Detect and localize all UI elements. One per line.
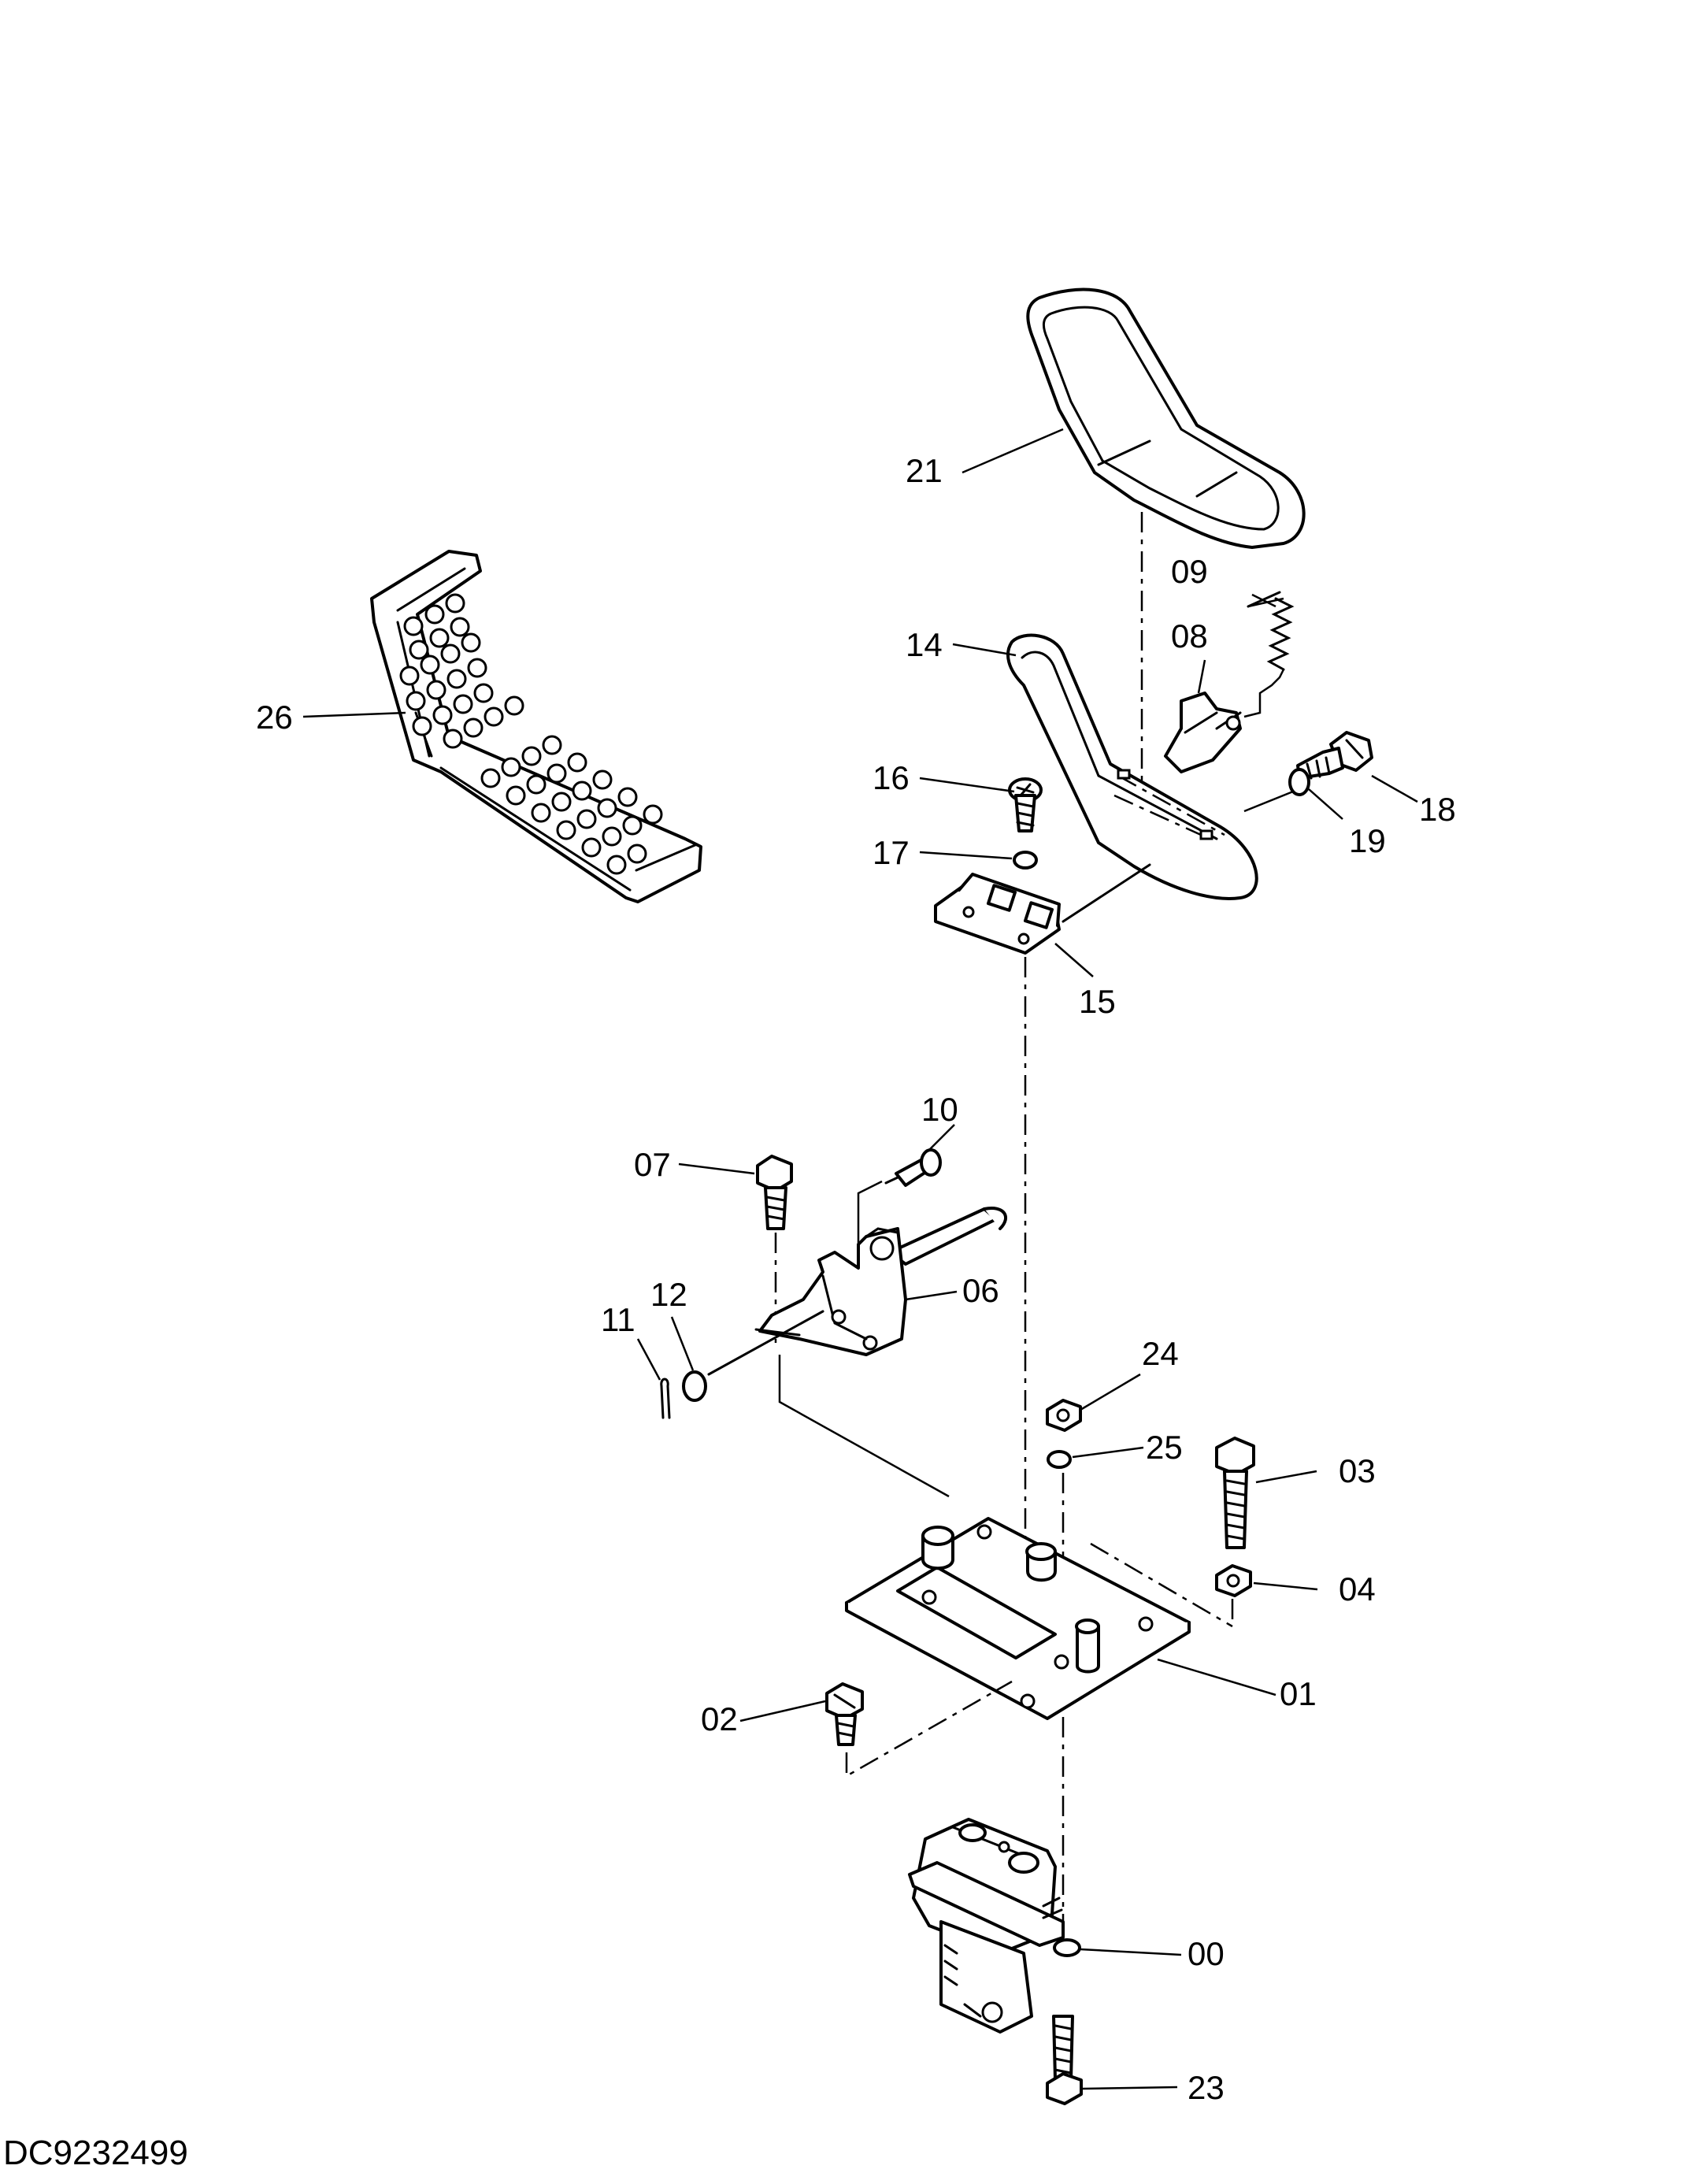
pilot-valve-00 <box>908 1818 1081 2034</box>
lock-washer-17 <box>1013 851 1038 870</box>
bolt-16 <box>1008 777 1043 832</box>
callout-21: 21 <box>906 452 943 489</box>
centerline-03 <box>1090 1542 1234 1628</box>
bolt-02 <box>825 1682 864 1746</box>
callout-09: 09 <box>1171 553 1208 590</box>
washer-12 <box>682 1370 707 1402</box>
callout-26: 26 <box>256 699 293 736</box>
bracket-08 <box>1164 692 1242 773</box>
callout-00: 00 <box>1188 1935 1225 1972</box>
lever-06 <box>707 1180 1008 1498</box>
callout-labels: 21 09 08 14 26 16 18 19 17 15 10 07 06 1… <box>256 452 1456 2106</box>
cotter-pin-11 <box>660 1378 671 1419</box>
spring-09 <box>1243 591 1295 718</box>
bolt-23 <box>1046 2015 1083 2105</box>
callout-19: 19 <box>1349 822 1386 859</box>
base-plate-01 <box>845 1517 1191 1720</box>
callout-17: 17 <box>873 834 910 871</box>
callout-07: 07 <box>634 1146 671 1183</box>
callout-02: 02 <box>701 1700 738 1737</box>
callout-23: 23 <box>1188 2069 1225 2106</box>
nut-04 <box>1215 1564 1252 1597</box>
spacer-b <box>1025 1542 1057 1582</box>
callout-15: 15 <box>1079 983 1116 1020</box>
bolt-18 <box>1296 731 1373 780</box>
pedal-pad-26 <box>370 550 702 903</box>
callout-14: 14 <box>906 626 943 663</box>
stud <box>1075 1619 1100 1674</box>
callout-04: 04 <box>1339 1570 1376 1607</box>
washer-19 <box>1288 768 1310 796</box>
callout-12: 12 <box>650 1276 687 1313</box>
rubber-pad-21 <box>1026 287 1306 549</box>
lock-washer-25 <box>1047 1450 1072 1469</box>
callout-03: 03 <box>1339 1452 1376 1489</box>
callout-18: 18 <box>1419 791 1456 828</box>
leader-lines <box>302 428 1418 2090</box>
callout-16: 16 <box>873 759 910 796</box>
pin-10 <box>884 1148 942 1187</box>
callout-08: 08 <box>1171 617 1208 654</box>
callout-10: 10 <box>921 1091 958 1128</box>
spacer-a <box>921 1526 954 1570</box>
nut-24 <box>1046 1399 1082 1432</box>
bolt-03 <box>1215 1437 1255 1549</box>
callout-25: 25 <box>1146 1429 1183 1466</box>
centerline-02 <box>845 1680 1013 1778</box>
bracket-15 <box>934 863 1151 955</box>
callout-01: 01 <box>1280 1675 1317 1712</box>
callout-11: 11 <box>601 1301 635 1338</box>
callout-24: 24 <box>1142 1335 1179 1372</box>
bolt-07 <box>756 1155 793 1230</box>
drawing-code: DC9232499 <box>3 2134 188 2172</box>
callout-06: 06 <box>962 1272 999 1309</box>
pedal-plate-14 <box>1006 633 1258 900</box>
